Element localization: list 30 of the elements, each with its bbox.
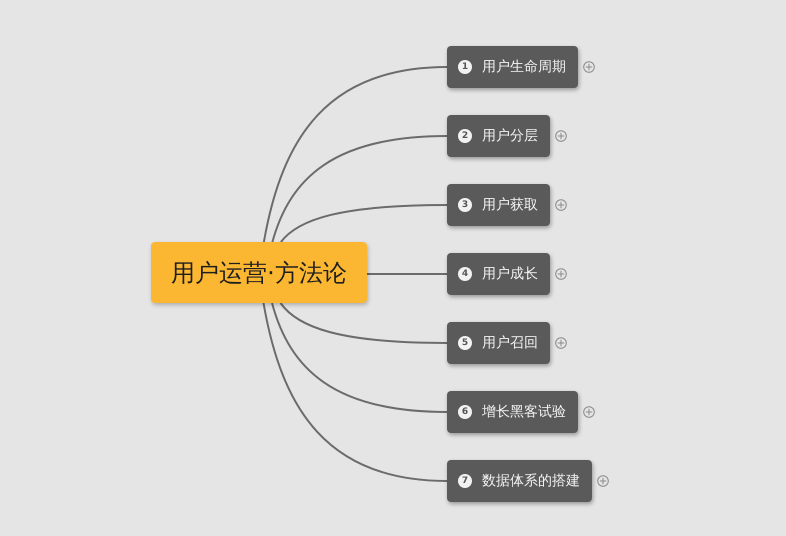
number-badge: 1 <box>458 60 472 74</box>
connector-line <box>262 66 448 242</box>
number-badge: 5 <box>458 336 472 350</box>
topic-box <box>447 322 550 364</box>
connector-line <box>280 302 448 344</box>
connector-line <box>271 302 448 413</box>
connector-line <box>271 135 448 242</box>
number-badge: 2 <box>458 129 472 143</box>
connector-line <box>280 204 448 243</box>
topic-label: 用户召回 <box>482 334 538 352</box>
topic-label: 数据体系的搭建 <box>482 472 580 490</box>
topic-box <box>447 460 592 502</box>
topic-label: 增长黑客试验 <box>482 403 566 421</box>
number-badge: 6 <box>458 405 472 419</box>
topic-box <box>447 46 578 88</box>
topic-label: 用户获取 <box>482 196 538 214</box>
connector-line <box>367 273 447 275</box>
topic-box <box>447 253 550 295</box>
central-topic-box <box>151 242 367 303</box>
topic-title: 用户运营·方法论 <box>171 258 347 288</box>
topic-box <box>447 391 578 433</box>
number-badge: 3 <box>458 198 472 212</box>
connector-line <box>262 302 448 482</box>
number-badge: 7 <box>458 474 472 488</box>
topic-label: 用户分层 <box>482 127 538 145</box>
topic-box <box>447 184 550 226</box>
topic-box <box>447 115 550 157</box>
topic-label: 用户成长 <box>482 265 538 283</box>
number-badge: 4 <box>458 267 472 281</box>
topic-label: 用户生命周期 <box>482 58 566 76</box>
